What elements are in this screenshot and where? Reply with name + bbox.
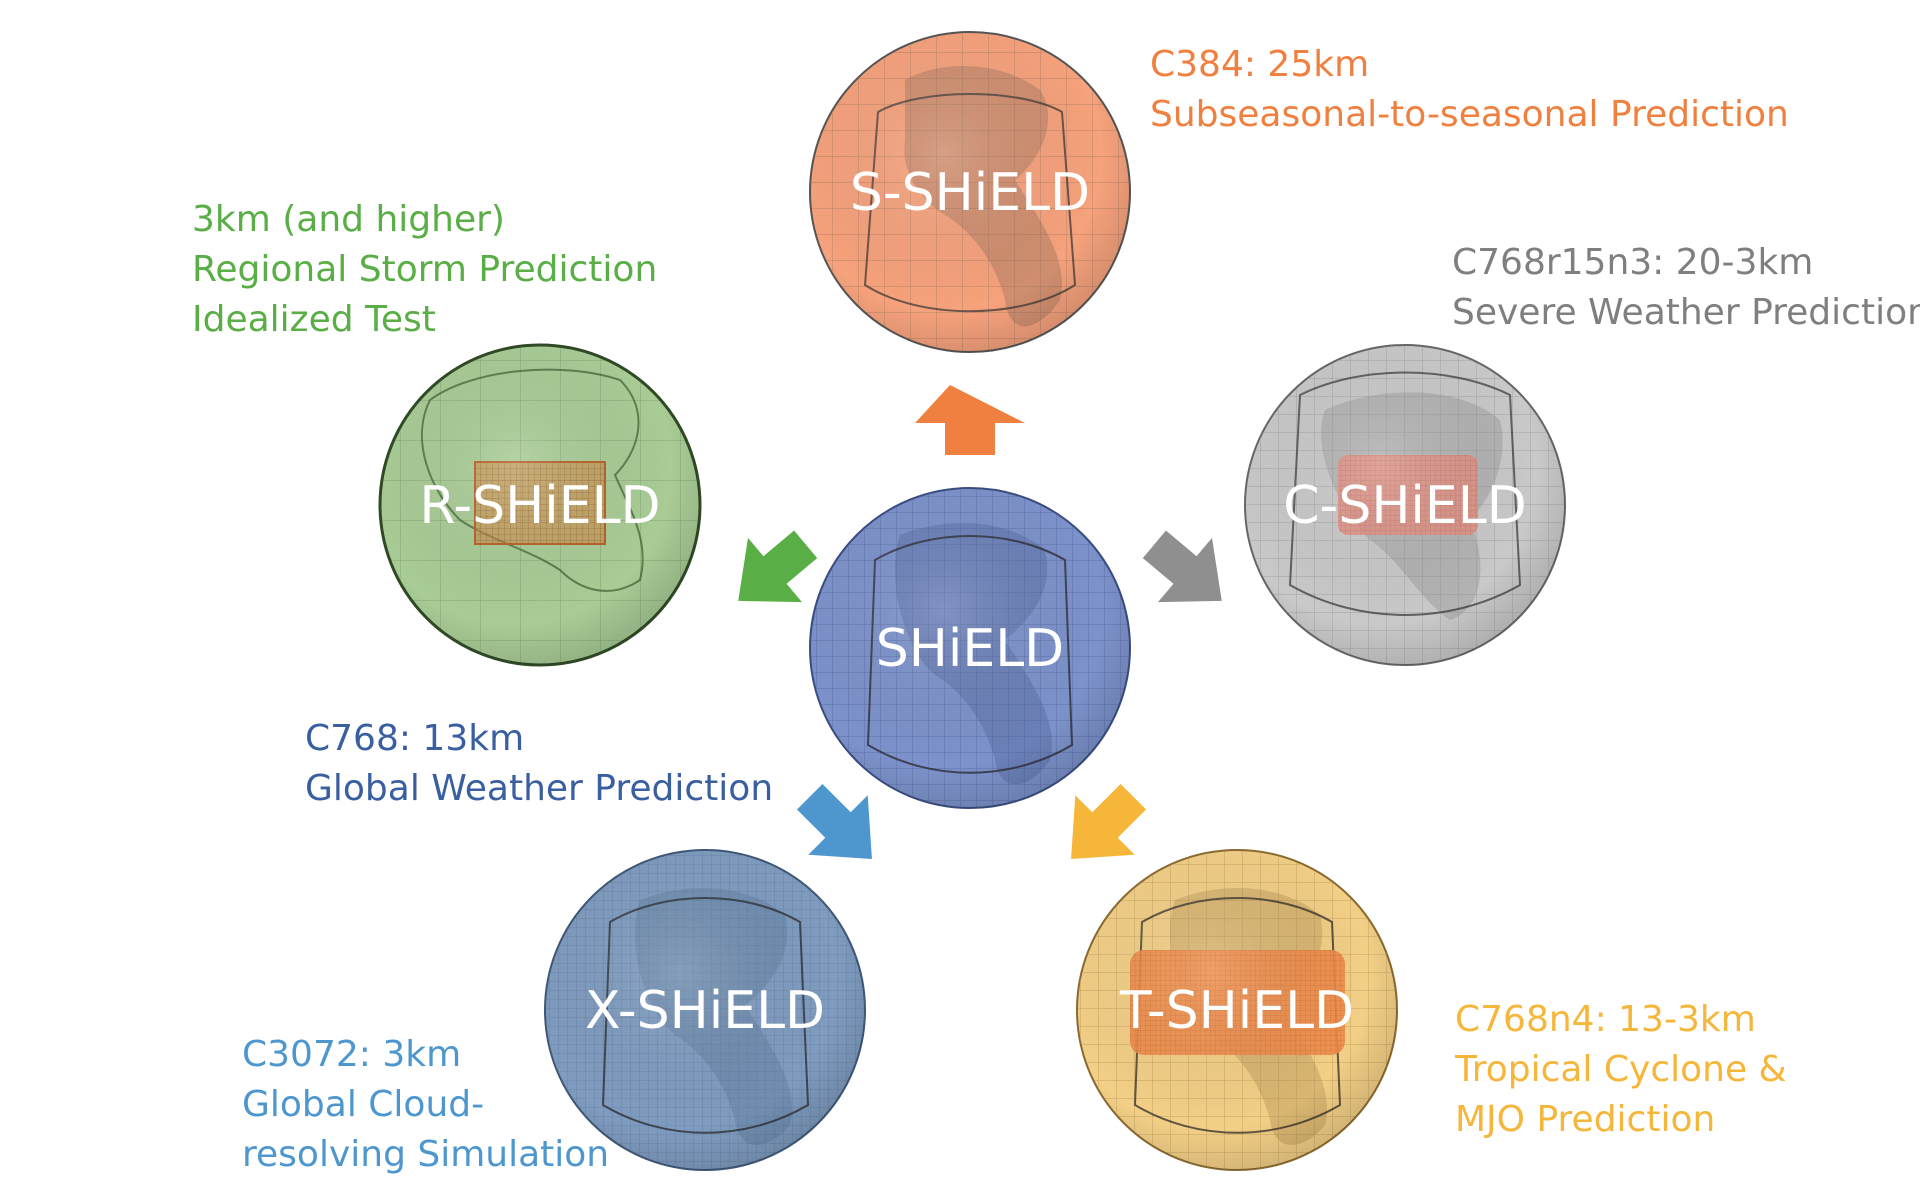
caption-line: C768: 13km [305, 718, 525, 759]
globe-label-t: T-SHiELD [1119, 981, 1354, 1041]
caption-c-shield: C768r15n3: 20-3km Severe Weather Predict… [1452, 238, 1920, 338]
globe-label-center: SHiELD [876, 619, 1064, 679]
caption-line: C384: 25km [1150, 44, 1370, 85]
caption-line: Severe Weather Prediction [1452, 292, 1920, 333]
caption-line: Regional Storm Prediction [192, 249, 658, 290]
caption-line: Tropical Cyclone & [1455, 1049, 1787, 1090]
globe-label-c: C-SHiELD [1283, 476, 1527, 536]
globe-t-shield: T-SHiELD [1076, 849, 1398, 1171]
caption-line: MJO Prediction [1455, 1099, 1716, 1140]
arrow-upright-icon [1142, 530, 1222, 603]
globe-s-shield: S-SHiELD [809, 31, 1131, 353]
caption-s-shield: C384: 25km Subseasonal-to-seasonal Predi… [1150, 40, 1789, 140]
caption-line: 3km (and higher) [192, 199, 505, 240]
arrow-upleft-icon [738, 530, 818, 603]
globe-x-shield: X-SHiELD [544, 849, 866, 1171]
globe-r-shield: R-SHiELD [378, 343, 702, 667]
caption-center-shield: C768: 13km Global Weather Prediction [305, 714, 773, 814]
caption-line: C768n4: 13-3km [1455, 999, 1756, 1040]
caption-line: C768r15n3: 20-3km [1452, 242, 1814, 283]
globe-c-shield: C-SHiELD [1244, 344, 1566, 666]
caption-line: resolving Simulation [242, 1134, 610, 1175]
caption-line: Global Cloud- [242, 1084, 485, 1125]
arrow-up-icon [915, 385, 1025, 455]
caption-t-shield: C768n4: 13-3km Tropical Cyclone & MJO Pr… [1455, 995, 1787, 1145]
caption-line: C3072: 3km [242, 1034, 462, 1075]
caption-x-shield: C3072: 3km Global Cloud- resolving Simul… [242, 1030, 609, 1180]
arrow-downright-icon [1071, 783, 1147, 859]
globe-label-r: R-SHiELD [419, 476, 660, 536]
caption-line: Idealized Test [192, 299, 436, 340]
globe-label-s: S-SHiELD [850, 163, 1090, 223]
globe-label-x: X-SHiELD [585, 981, 825, 1041]
arrow-downleft-icon [796, 783, 872, 859]
globe-center-shield: SHiELD [809, 487, 1131, 809]
caption-r-shield: 3km (and higher) Regional Storm Predicti… [192, 195, 657, 345]
caption-line: Global Weather Prediction [305, 768, 774, 809]
caption-line: Subseasonal-to-seasonal Prediction [1150, 94, 1789, 135]
